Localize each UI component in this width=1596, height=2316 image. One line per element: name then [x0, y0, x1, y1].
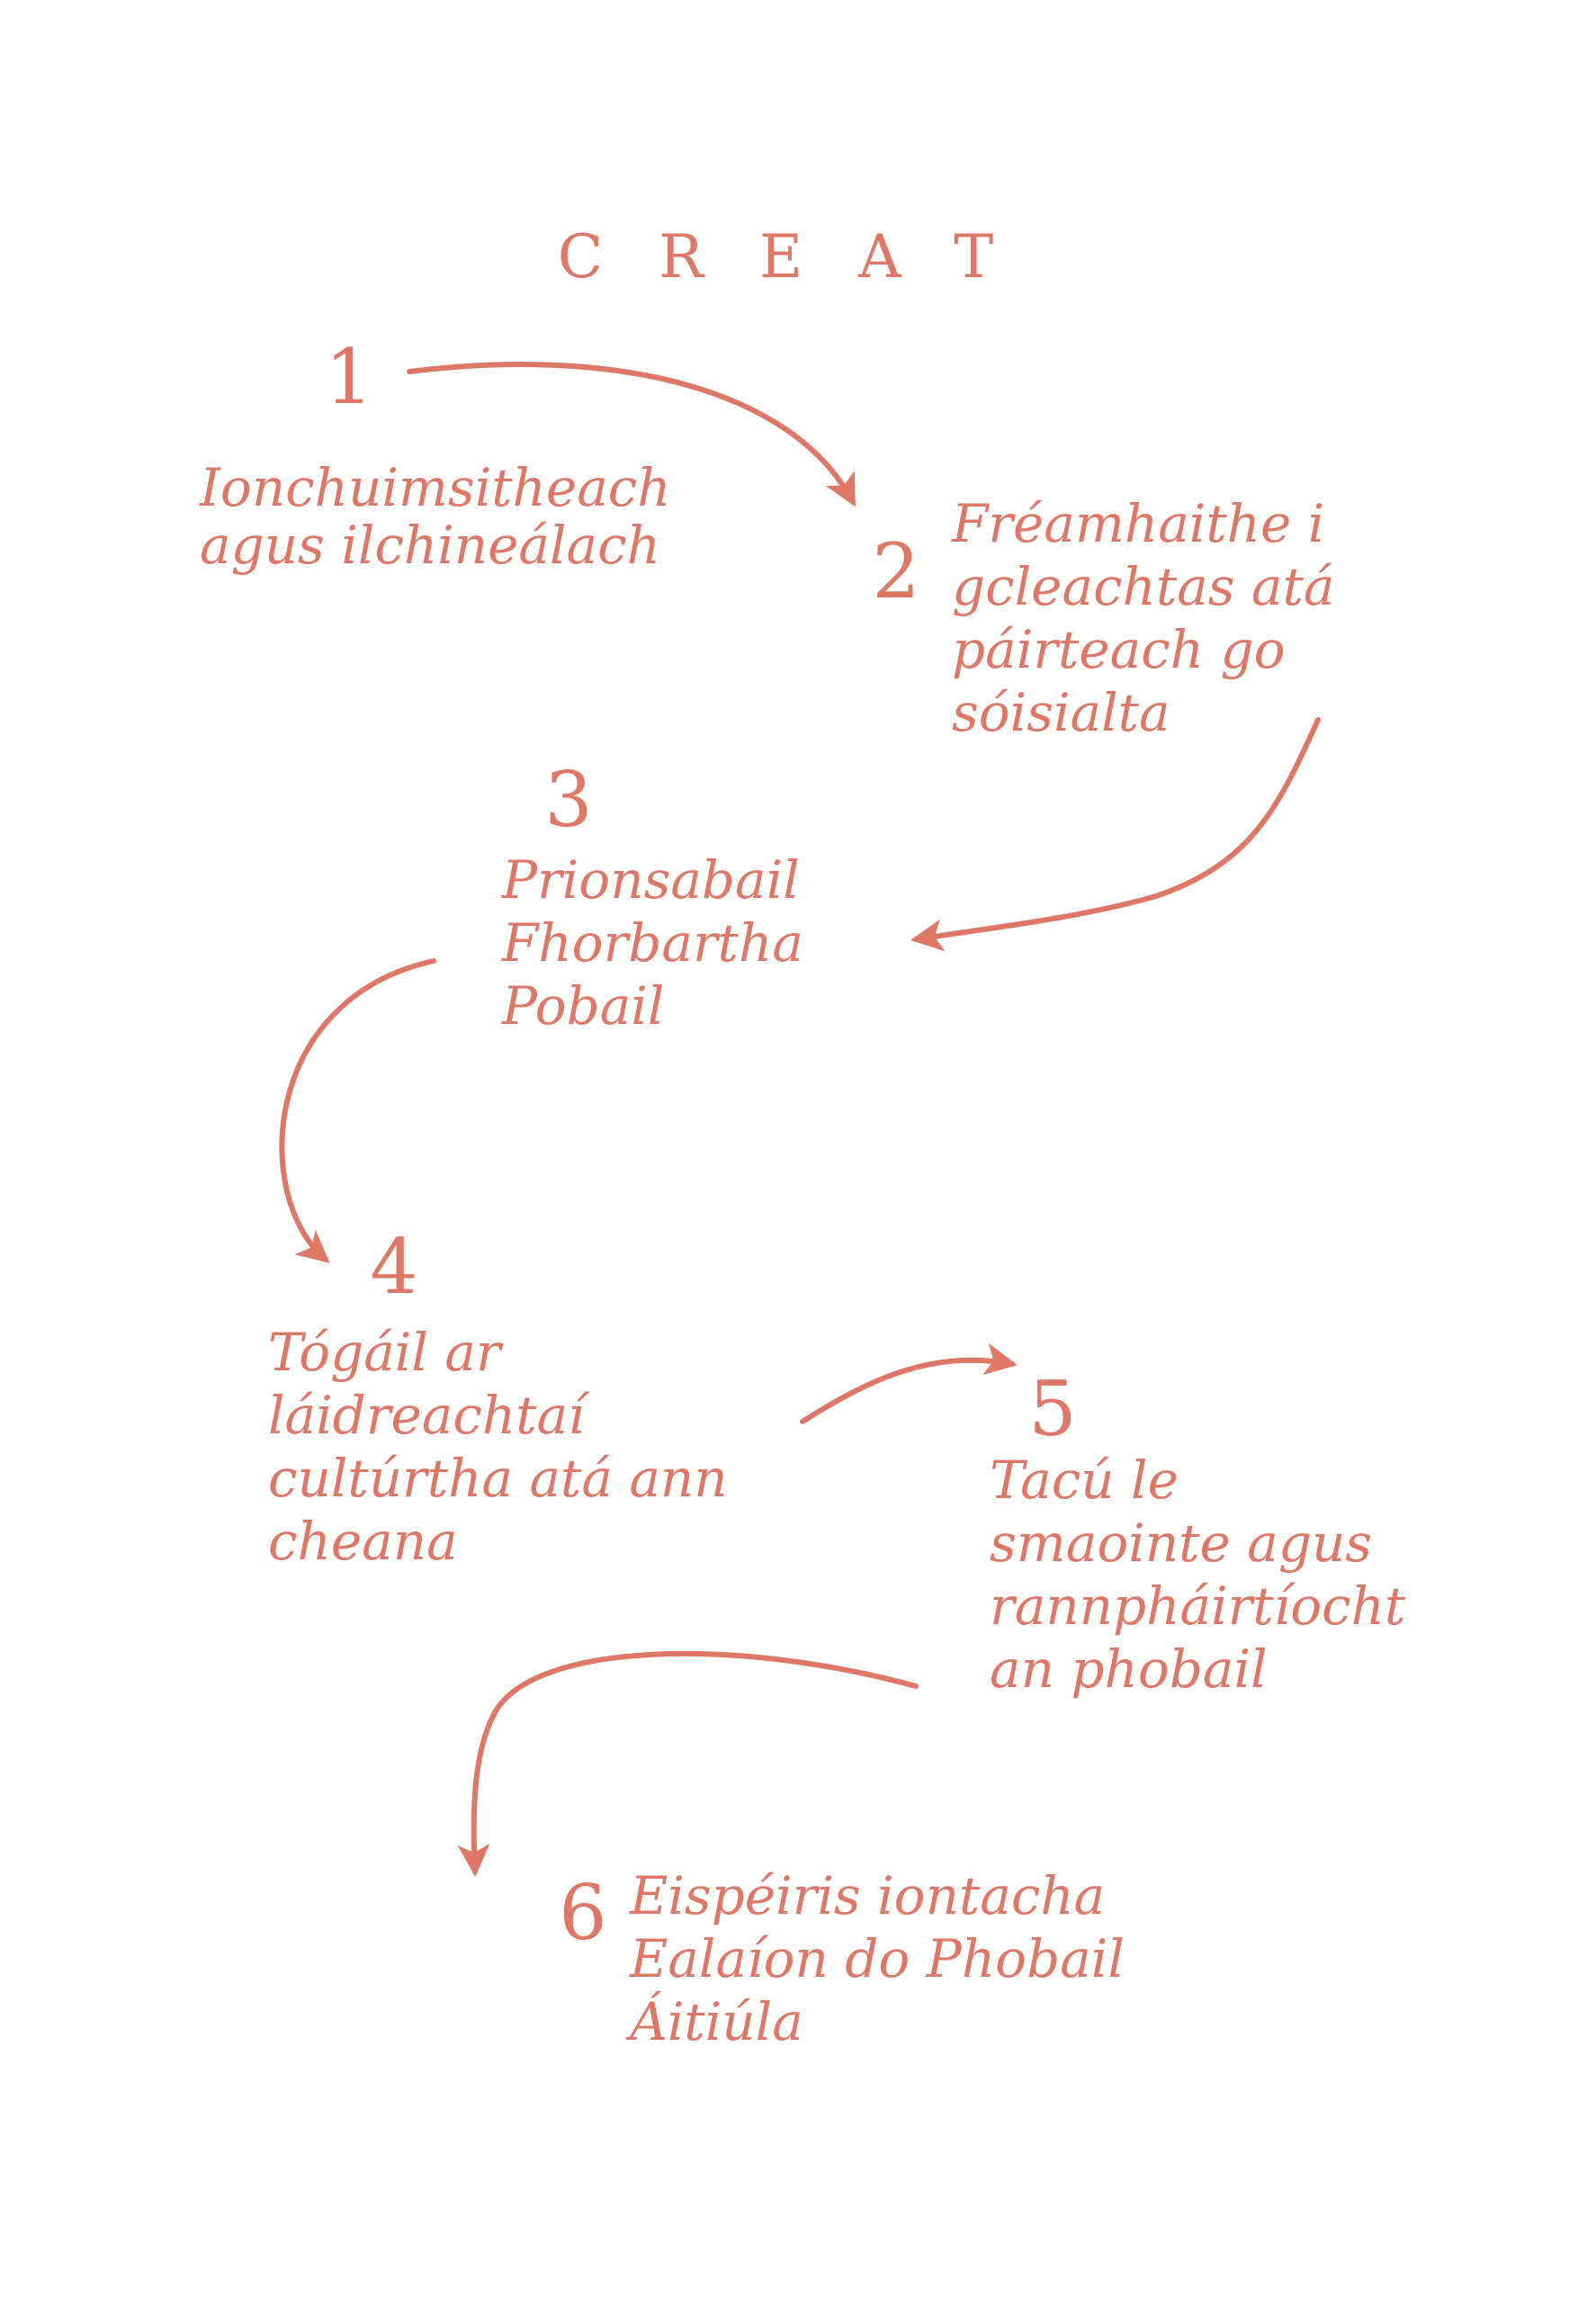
step-2-line-1: Fréamhaithe i — [951, 493, 1324, 554]
step-2-line-2: gcleachtas atá — [952, 556, 1334, 617]
step-5-line-2: smaointe agus — [990, 1513, 1372, 1574]
step-1-line-2: agus ilchineálach — [200, 515, 660, 576]
step-5-line-4: an phobail — [990, 1638, 1268, 1700]
step-4-text: Tógáil ar láidreachtaí cultúrtha atá ann… — [268, 1322, 744, 1572]
step-1-number: 1 — [325, 333, 372, 421]
step-1-text: Ionchuimsitheach agus ilchineálach — [199, 457, 687, 576]
step-4-line-4: cheana — [268, 1511, 458, 1572]
step-2-line-3: páirteach go — [952, 619, 1286, 680]
step-4-line-1: Tógáil ar — [268, 1322, 504, 1383]
page-title: CREAT — [558, 222, 1049, 292]
arrow-step3-to-step4 — [279, 958, 436, 1263]
step-4-number: 4 — [370, 1223, 417, 1311]
step-3-line-1: Prionsabail — [501, 849, 800, 911]
step-5-text: Tacú le smaointe agus rannpháirtíocht an… — [990, 1450, 1422, 1700]
step-2-number: 2 — [872, 527, 919, 615]
step-4-line-3: cultúrtha atá ann — [268, 1448, 728, 1509]
step-6-text: Eispéiris iontacha Ealaíon do Phobail Ái… — [625, 1865, 1141, 2052]
step-5-line-3: rannpháirtíocht — [990, 1575, 1406, 1637]
step-3-text: Prionsabail Fhorbartha Pobail — [501, 849, 820, 1037]
step-3-number: 3 — [544, 756, 592, 844]
step-3-line-2: Fhorbartha — [501, 912, 803, 974]
arrow-step2-to-step3 — [910, 717, 1321, 952]
arrow-step4-to-step5 — [800, 1342, 1018, 1424]
step-5-number: 5 — [1028, 1365, 1076, 1453]
step-5-line-1: Tacú le — [990, 1450, 1179, 1511]
arrow-step5-to-step6 — [457, 1650, 919, 1877]
step-6-number: 6 — [559, 1869, 606, 1957]
step-4-line-2: láidreachtaí — [268, 1385, 590, 1446]
step-2-line-4: sóisialta — [952, 682, 1170, 743]
step-6-line-1: Eispéiris iontacha — [629, 1865, 1105, 1926]
arrow-step1-to-step2 — [407, 362, 856, 507]
step-6-line-2: Ealaíon do Phobail — [629, 1928, 1125, 1989]
step-6-line-3: Áitiúla — [625, 1991, 803, 2052]
step-2-text: Fréamhaithe i gcleachtas atá páirteach g… — [951, 493, 1351, 743]
step-1-line-1: Ionchuimsitheach — [199, 457, 671, 518]
step-3-line-3: Pobail — [501, 975, 664, 1037]
